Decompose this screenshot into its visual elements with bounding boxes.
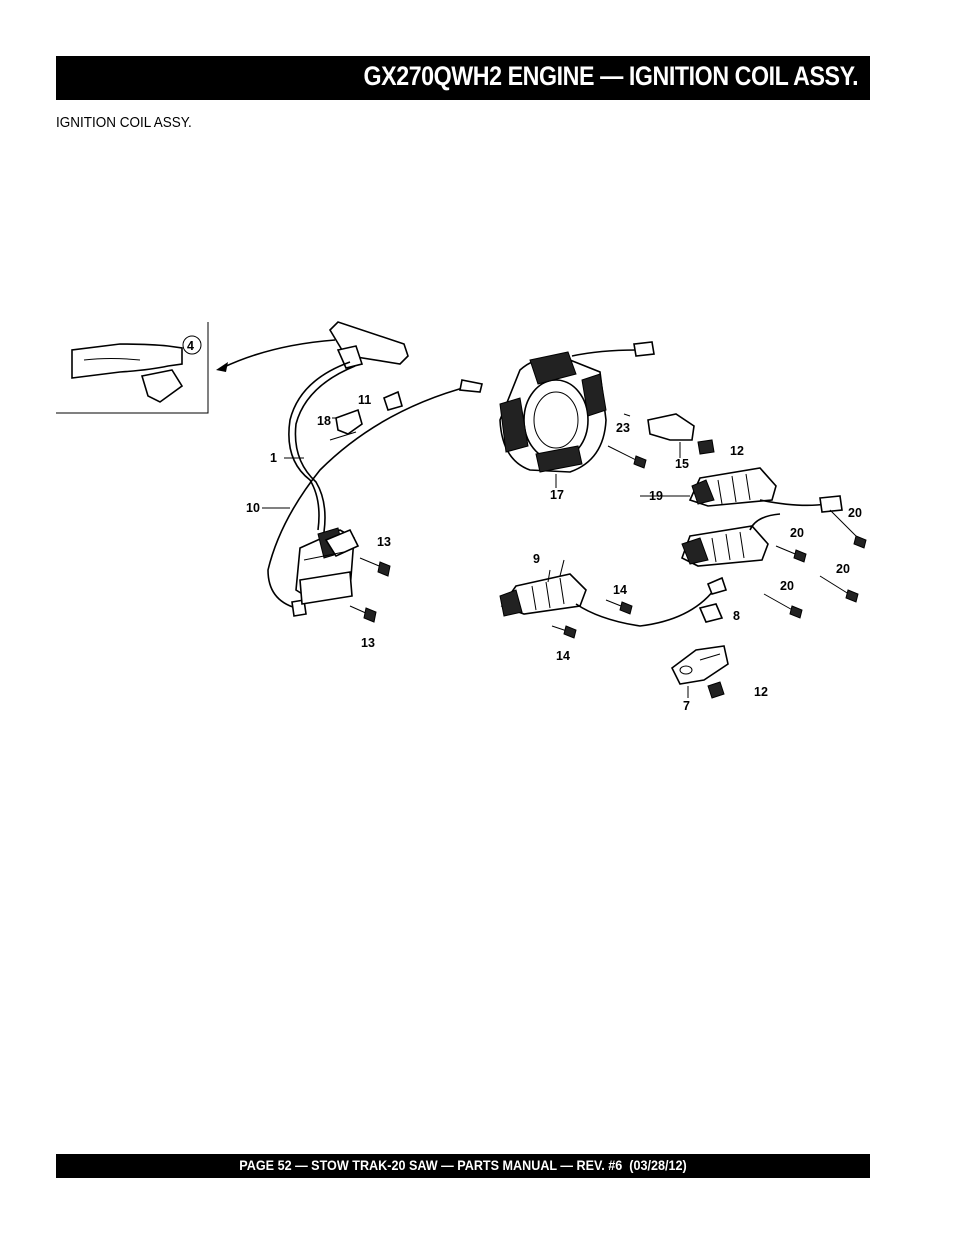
callout-18: 18 bbox=[317, 414, 331, 428]
callout-23: 23 bbox=[616, 421, 630, 435]
callout-7: 7 bbox=[683, 699, 690, 713]
pulser-bolts-14 bbox=[551, 599, 633, 639]
spark-plug-cap-assembly bbox=[288, 321, 409, 533]
footer-text: PAGE 52 — STOW TRAK-20 SAW — PARTS MANUA… bbox=[239, 1157, 687, 1173]
leader-lines bbox=[262, 457, 690, 577]
inset-callout-4: 4 bbox=[187, 339, 194, 353]
exciter-coil bbox=[681, 513, 781, 567]
callout-20-mid: 20 bbox=[790, 526, 804, 540]
callout-20-right: 20 bbox=[848, 506, 862, 520]
callout-15: 15 bbox=[675, 457, 689, 471]
callout-14-lower: 14 bbox=[556, 649, 570, 663]
wire-clamp-parts bbox=[329, 390, 403, 441]
callout-20-far: 20 bbox=[836, 562, 850, 576]
callout-labels: 1 10 18 11 13 13 23 15 12 17 19 20 20 20… bbox=[246, 393, 862, 713]
callout-12-lower: 12 bbox=[754, 685, 768, 699]
pulser-coil-9 bbox=[499, 569, 728, 627]
callout-12-upper: 12 bbox=[730, 444, 744, 458]
stator-base-plate bbox=[499, 341, 655, 488]
callout-11: 11 bbox=[358, 393, 371, 407]
callout-13-lower: 13 bbox=[361, 636, 375, 650]
plate-7-assembly bbox=[670, 645, 729, 699]
coil-bolts bbox=[349, 557, 391, 623]
section-subtitle: IGNITION COIL ASSY. bbox=[56, 114, 192, 131]
callout-14-upper: 14 bbox=[613, 583, 627, 597]
ground-wire-assembly bbox=[267, 379, 483, 617]
clip-8 bbox=[698, 603, 724, 623]
ignition-coil-body bbox=[295, 527, 360, 605]
callout-13-upper: 13 bbox=[377, 535, 391, 549]
charge-coil-19 bbox=[688, 467, 843, 513]
coil-bolts-20 bbox=[763, 509, 867, 619]
callout-1: 1 bbox=[270, 451, 277, 465]
footer-bar: PAGE 52 — STOW TRAK-20 SAW — PARTS MANUA… bbox=[56, 1154, 870, 1178]
callout-19: 19 bbox=[649, 489, 663, 503]
callout-17: 17 bbox=[550, 488, 564, 502]
callout-20-lower: 20 bbox=[780, 579, 794, 593]
inset-spark-plug-cap: 4 bbox=[56, 322, 336, 414]
callout-9: 9 bbox=[533, 552, 540, 566]
callout-10: 10 bbox=[246, 501, 260, 515]
bracket-15-assembly bbox=[607, 413, 715, 469]
title-bar: GX270QWH2 ENGINE — IGNITION COIL ASSY. bbox=[56, 56, 870, 100]
page-title: GX270QWH2 ENGINE — IGNITION COIL ASSY. bbox=[363, 61, 858, 91]
callout-8: 8 bbox=[733, 609, 740, 623]
